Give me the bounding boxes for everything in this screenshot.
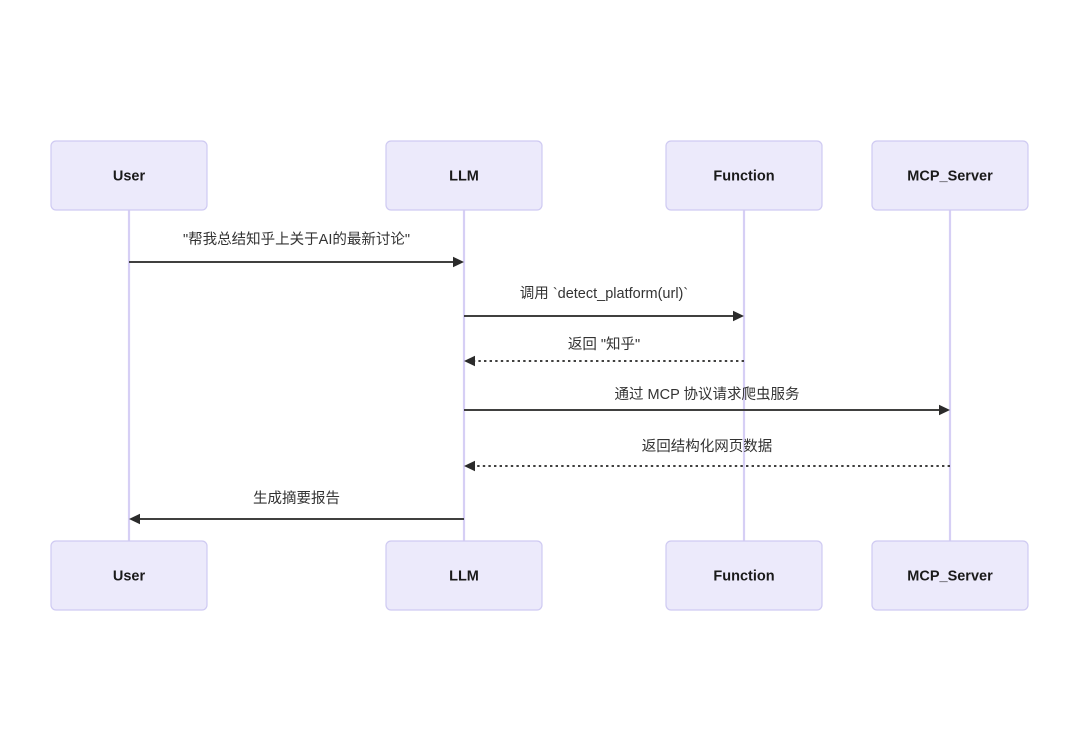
message-arrowhead-m2 bbox=[733, 310, 744, 322]
actor-label-llm: LLM bbox=[449, 568, 479, 584]
actor-label-mcp_server: MCP_Server bbox=[907, 568, 993, 584]
message-label-m3: 返回 "知乎" bbox=[568, 336, 640, 353]
actor-box-shape bbox=[871, 140, 1029, 211]
message-label-m4: 通过 MCP 协议请求爬虫服务 bbox=[614, 386, 799, 403]
message-label-m5: 返回结构化网页数据 bbox=[642, 438, 773, 455]
actor-box-shape bbox=[50, 540, 208, 611]
lifelines-layer bbox=[127, 210, 952, 541]
message-m3[interactable]: 返回 "知乎" bbox=[464, 336, 744, 367]
actor-box-function-bottom[interactable]: Function bbox=[665, 540, 823, 611]
actor-box-shape bbox=[385, 540, 543, 611]
actor-box-user-top[interactable]: User bbox=[50, 140, 208, 211]
messages-layer: "帮我总结知乎上关于AI的最新讨论" 调用 `detect_platform(ur… bbox=[129, 231, 950, 525]
actor-label-user: User bbox=[113, 168, 146, 184]
actor-label-mcp_server: MCP_Server bbox=[907, 168, 993, 184]
actor-box-mcp_server-bottom[interactable]: MCP_Server bbox=[871, 540, 1029, 611]
actor-box-mcp_server-top[interactable]: MCP_Server bbox=[871, 140, 1029, 211]
message-arrowhead-m3 bbox=[464, 355, 475, 367]
message-m6[interactable]: 生成摘要报告 bbox=[129, 489, 464, 525]
actor-label-llm: LLM bbox=[449, 168, 479, 184]
actor-box-shape bbox=[871, 540, 1029, 611]
message-label-m2: 调用 `detect_platform(url)` bbox=[520, 285, 688, 302]
actor-label-user: User bbox=[113, 568, 146, 584]
actor-box-user-bottom[interactable]: User bbox=[50, 540, 208, 611]
actor-box-shape bbox=[385, 140, 543, 211]
actor-label-function: Function bbox=[713, 168, 774, 184]
message-label-m6: 生成摘要报告 bbox=[253, 489, 340, 507]
message-arrowhead-m4 bbox=[939, 404, 950, 416]
message-m2[interactable]: 调用 `detect_platform(url)` bbox=[464, 285, 744, 322]
message-m5[interactable]: 返回结构化网页数据 bbox=[464, 438, 950, 472]
actor-box-llm-top[interactable]: LLM bbox=[385, 140, 543, 211]
message-m4[interactable]: 通过 MCP 协议请求爬虫服务 bbox=[464, 386, 950, 416]
message-arrowhead-m6 bbox=[129, 513, 140, 525]
message-label-m1: "帮我总结知乎上关于AI的最新讨论" bbox=[183, 231, 410, 248]
actor-box-shape bbox=[665, 540, 823, 611]
message-arrowhead-m1 bbox=[453, 256, 464, 268]
message-m1[interactable]: "帮我总结知乎上关于AI的最新讨论" bbox=[129, 231, 464, 268]
actor-label-function: Function bbox=[713, 568, 774, 584]
actor-box-shape bbox=[665, 140, 823, 211]
actor-box-function-top[interactable]: Function bbox=[665, 140, 823, 211]
actor-box-shape bbox=[50, 140, 208, 211]
message-arrowhead-m5 bbox=[464, 460, 475, 472]
actor-box-llm-bottom[interactable]: LLM bbox=[385, 540, 543, 611]
